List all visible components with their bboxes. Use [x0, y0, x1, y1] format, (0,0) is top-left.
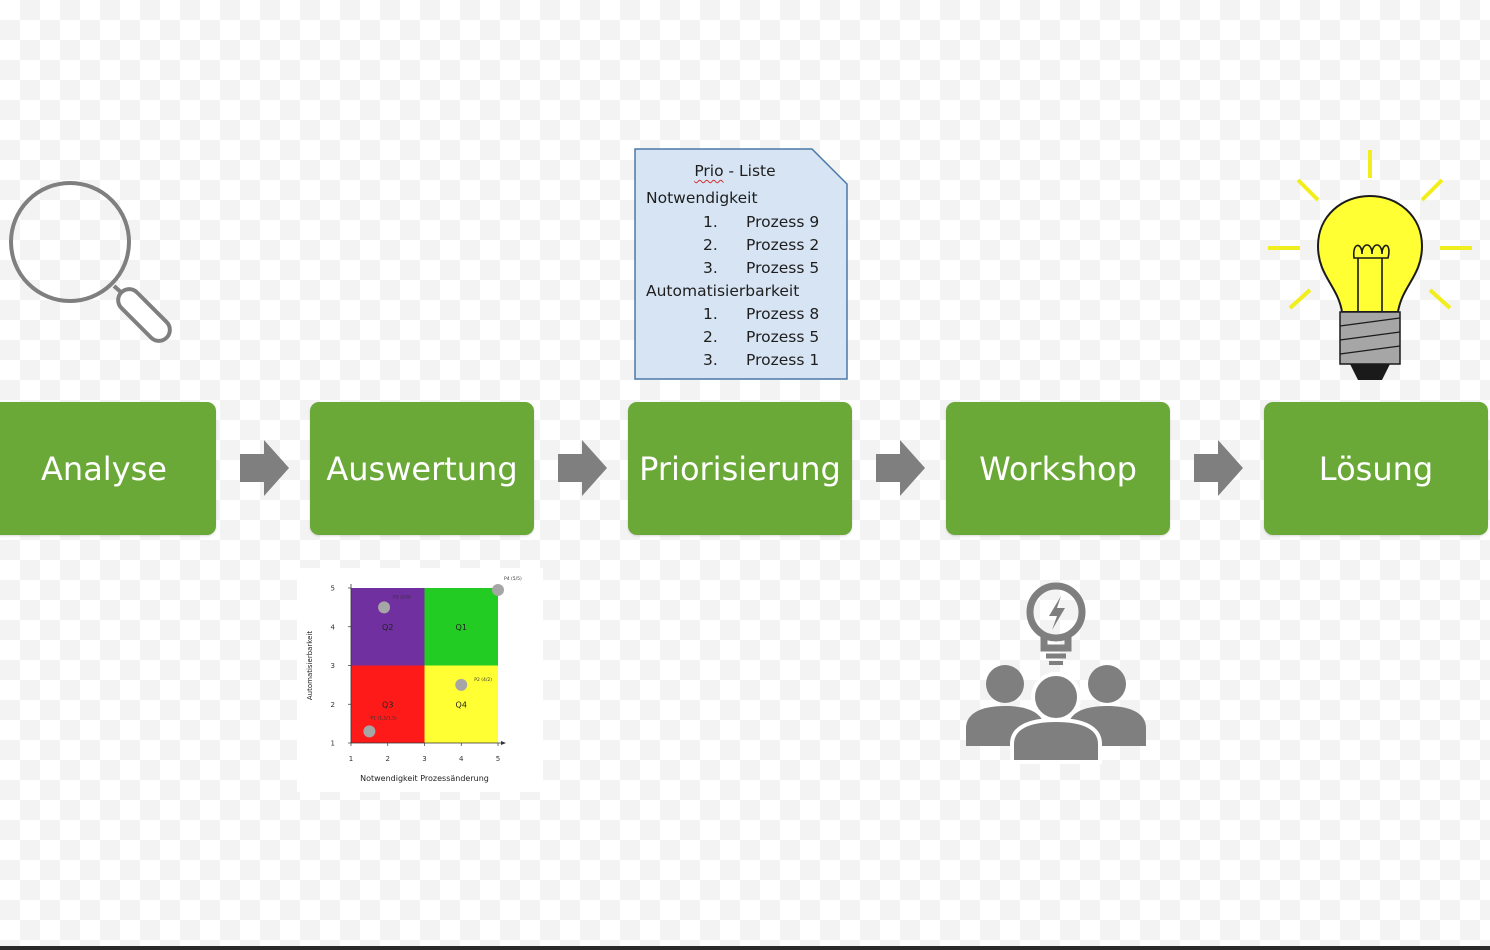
section-heading-notwendigkeit: Notwendigkeit — [646, 189, 758, 207]
x-tick-label: 5 — [496, 755, 500, 763]
list-item: 3.Prozess 1 — [703, 351, 820, 369]
y-tick-label: 5 — [331, 585, 335, 593]
quadrant-label: Q4 — [456, 700, 467, 709]
data-point — [455, 678, 468, 691]
x-axis-arrow — [501, 741, 506, 745]
right-arrow-icon — [876, 440, 925, 496]
data-point — [492, 583, 504, 596]
quadrant-q4 — [424, 665, 498, 743]
x-tick-label: 3 — [422, 755, 426, 763]
prio-list-title: Prio - Liste — [694, 162, 776, 180]
y-axis-label: Automatisierbarkeit — [306, 631, 314, 700]
right-arrow-icon — [1194, 440, 1243, 496]
step-label: Auswertung — [326, 449, 518, 488]
light-bulb-icon — [1268, 150, 1472, 380]
step-loesung: Lösung — [1264, 402, 1488, 535]
x-tick-label: 2 — [386, 755, 390, 763]
step-priorisierung: Priorisierung — [628, 402, 852, 535]
step-auswertung: Auswertung — [310, 402, 534, 535]
document-shape — [634, 148, 848, 380]
quadrant-q2 — [351, 588, 425, 666]
team-idea-icon — [966, 582, 1146, 764]
prio-list-document: Prio - Liste Notwendigkeit 1.Prozess 9 2… — [634, 148, 848, 380]
right-arrow-icon — [558, 440, 607, 496]
y-tick-label: 3 — [331, 662, 335, 670]
step-workshop: Workshop — [946, 402, 1170, 535]
list-item: 2.Prozess 5 — [703, 328, 820, 346]
bottom-border — [0, 946, 1490, 950]
list-item: 3.Prozess 5 — [703, 259, 820, 277]
step-label: Workshop — [979, 449, 1137, 488]
step-label: Lösung — [1318, 449, 1434, 488]
data-point — [363, 725, 376, 738]
step-label: Analyse — [41, 449, 167, 488]
point-label: P4 (5/5) — [504, 576, 522, 582]
x-axis-label: Notwendigkeit Prozessänderung — [360, 774, 489, 783]
right-arrow-icon — [240, 440, 289, 496]
list-item: 1.Prozess 9 — [703, 213, 820, 231]
point-label: P3 (2/4) — [393, 594, 411, 600]
data-point — [378, 601, 391, 614]
y-tick-label: 2 — [331, 701, 335, 709]
quadrant-q1 — [424, 588, 498, 666]
quadrant-label: Q3 — [382, 700, 393, 709]
step-label: Priorisierung — [639, 449, 841, 488]
quadrant-label: Q1 — [456, 623, 467, 632]
section-heading-automatisierbarkeit: Automatisierbarkeit — [646, 282, 800, 300]
magnifier-icon — [9, 181, 172, 343]
point-label: P1 (1,5/1,5) — [370, 715, 397, 721]
list-item: 2.Prozess 2 — [703, 236, 820, 254]
y-tick-label: 1 — [331, 740, 335, 748]
quadrant-q3 — [351, 665, 425, 743]
x-tick-label: 1 — [349, 755, 353, 763]
point-label: P2 (4/2) — [474, 677, 492, 683]
quadrant-label: Q2 — [382, 623, 393, 632]
x-tick-label: 4 — [459, 755, 464, 763]
y-tick-label: 4 — [331, 623, 336, 631]
list-item: 1.Prozess 8 — [703, 305, 820, 323]
step-analyse: Analyse — [0, 402, 216, 535]
